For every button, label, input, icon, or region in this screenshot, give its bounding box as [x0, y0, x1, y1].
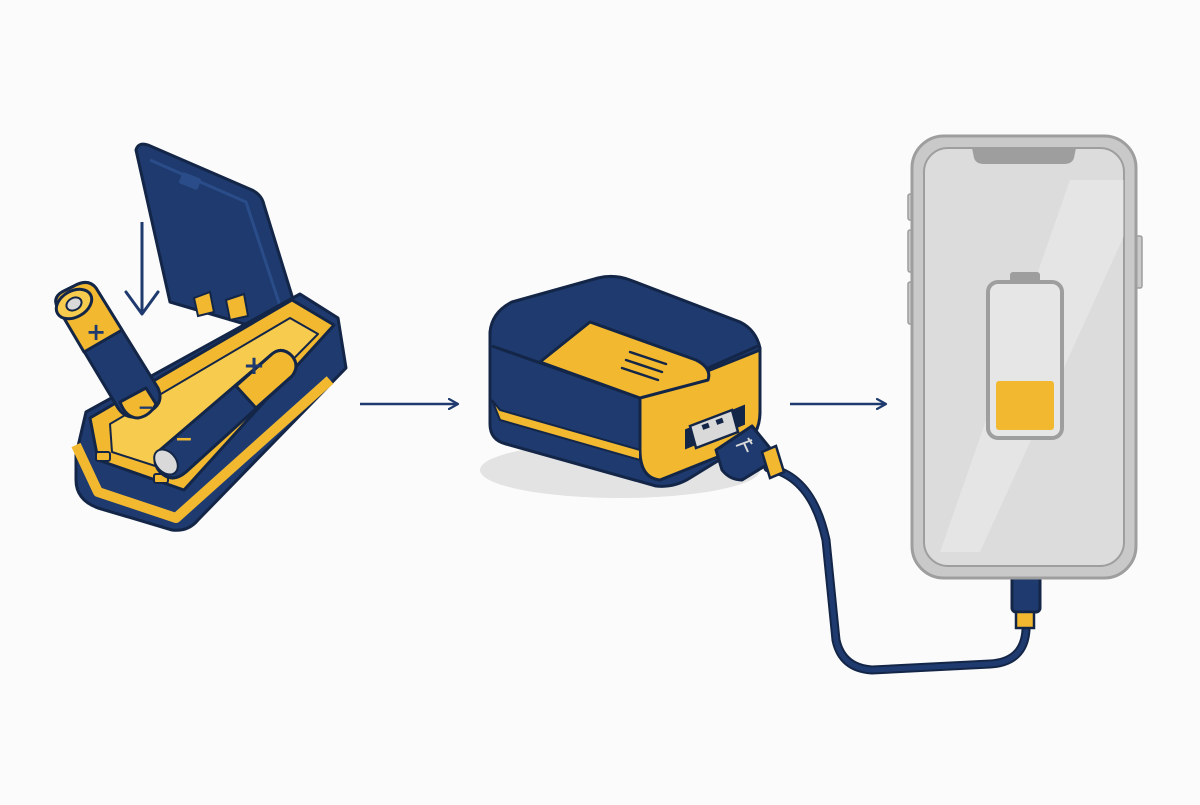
smartphone [907, 134, 1143, 580]
battery-in-slot: + − [153, 349, 298, 480]
power-bank [480, 274, 762, 498]
battery-level-icon [986, 272, 1064, 440]
battery-inserting: + − [54, 281, 162, 420]
battery-minus-label: − [175, 427, 193, 452]
battery-plus-label: + [243, 351, 265, 381]
insert-down-arrow-icon [124, 222, 160, 316]
battery-charger: + − + − [54, 142, 348, 532]
vent-lines [620, 350, 668, 382]
usb-plug-icon [688, 408, 786, 482]
battery-plus-label-2: + [86, 318, 106, 346]
battery-fill-level [996, 381, 1054, 430]
battery-minus-label-2: − [138, 395, 155, 419]
